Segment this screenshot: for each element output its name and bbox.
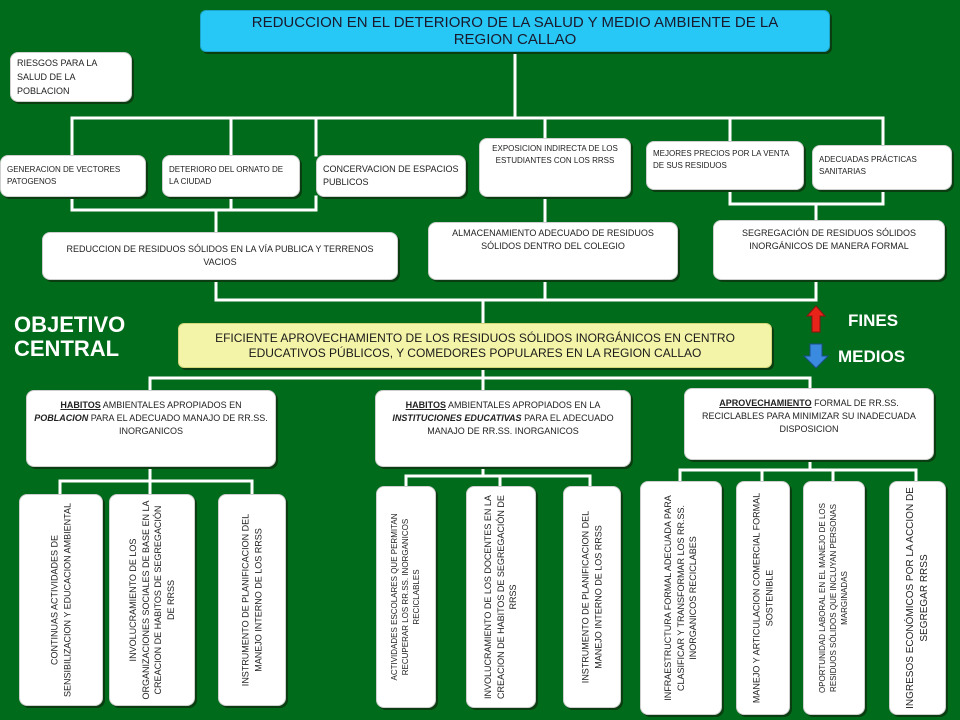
effect-box-3: CONCERVACION DE ESPACIOS PUBLICOS [316,155,466,197]
effect-box-2: DETERIORO DEL ORNATO DE LA CIUDAD [162,155,300,197]
direct-effect-text-2: ALMACENAMIENTO ADECUADO DE RESIDUOS SÓLI… [452,228,654,252]
action-text-7: INFRAESTRUCTURA FORMAL ADECUADA PARA CLA… [663,495,699,701]
action-text-1: CONTINUAS ACTIVIDADES DE SENSIBILIZACION… [49,502,72,698]
top-goal-box: REDUCCION EN EL DETERIORO DE LA SALUD Y … [200,10,830,52]
action-text-3: INSTRUMENTO DE PLANIFICACION DEL MANEJO … [240,513,263,687]
riesgos-box: RIESGOS PARA LA SALUD DE LA POBLACION [10,52,132,102]
direct-effect-box-2: ALMACENAMIENTO ADECUADO DE RESIDUOS SÓLI… [428,222,678,280]
action-box-7: INFRAESTRUCTURA FORMAL ADECUADA PARA CLA… [640,481,722,715]
means-box-1: HABITOS AMBIENTALES APROPIADOS EN POBLAC… [26,390,276,467]
action-text-6: INSTRUMENTO DE PLANIFICACION DEL MANEJO … [580,510,603,684]
means-keyword-1b: POBLACION [34,413,89,424]
action-text-9: OPORTUNIDAD LABORAL EN EL MANEJO DE LOS … [818,503,850,693]
means-box-2: HABITOS AMBIENTALES APROPIADOS EN LA INS… [375,390,631,467]
means-box-3: APROVECHAMIENTO FORMAL DE RR.SS. RECICLA… [684,388,934,460]
means-keyword-2b: INSTITUCIONES EDUCATIVAS [392,413,522,424]
action-text-5: INVOLUCRAMIENTO DE LOS DOCENTES EN LA CR… [483,495,519,699]
means-keyword-1: HABITOS [60,400,101,410]
fines-arrow-icon [805,305,827,333]
top-goal-text: REDUCCION EN EL DETERIORO DE LA SALUD Y … [251,13,779,48]
means-keyword-2: HABITOS [405,400,446,410]
central-objective-text: EFICIENTE APROVECHAMIENTO DE LOS RESIDUO… [215,330,735,360]
effect-text-2: DETERIORO DEL ORNATO DE LA CIUDAD [169,165,284,186]
action-box-5: INVOLUCRAMIENTO DE LOS DOCENTES EN LA CR… [466,486,536,708]
action-box-4: ACTIVIDADES ESCOLARES QUE PERMITAN RECUP… [376,486,436,708]
medios-label: MEDIOS [838,347,906,366]
action-text-4: ACTIVIDADES ESCOLARES QUE PERMITAN RECUP… [390,513,422,681]
objetivo-central-label: OBJETIVO CENTRAL [14,312,126,362]
effect-text-6: ADECUADAS PRÁCTICAS SANITARIAS [819,155,917,176]
direct-effect-box-1: REDUCCION DE RESIDUOS SÓLIDOS EN LA VÍA … [42,232,398,280]
action-box-9: OPORTUNIDAD LABORAL EN EL MANEJO DE LOS … [803,481,865,715]
effect-box-4: EXPOSICION INDIRECTA DE LOS ESTUDIANTES … [479,138,631,197]
effect-text-4: EXPOSICION INDIRECTA DE LOS ESTUDIANTES … [492,144,618,165]
action-text-2: INVOLUCRAMIENTO DE LOS ORGANIZACIONES SO… [127,500,176,700]
means-keyword-3: APROVECHAMIENTO [719,398,812,408]
effect-text-5: MEJORES PRECIOS POR LA VENTA DE SUS RESI… [653,149,789,170]
action-box-2: INVOLUCRAMIENTO DE LOS ORGANIZACIONES SO… [109,494,195,706]
action-box-3: INSTRUMENTO DE PLANIFICACION DEL MANEJO … [218,494,286,706]
action-text-10: INGRESOS ECONÓMICOS POR LA ACCION DE SEG… [904,487,930,709]
action-box-1: CONTINUAS ACTIVIDADES DE SENSIBILIZACION… [19,494,103,706]
effect-text-3: CONCERVACION DE ESPACIOS PUBLICOS [323,163,459,187]
direct-effect-text-1: REDUCCION DE RESIDUOS SÓLIDOS EN LA VÍA … [66,243,374,267]
action-box-8: MANEJO Y ARTICULACION COMERCIAL FORMAL S… [736,481,790,715]
medios-arrow-icon [802,343,830,369]
direct-effect-text-3: SEGREGACIÓN DE RESIDUOS SÓLIDOS INORGÁNI… [741,228,917,252]
effect-box-6: ADECUADAS PRÁCTICAS SANITARIAS [812,145,952,190]
effect-box-5: MEJORES PRECIOS POR LA VENTA DE SUS RESI… [646,141,804,190]
action-text-8: MANEJO Y ARTICULACION COMERCIAL FORMAL S… [751,492,774,704]
effect-box-1: GENERACION DE VECTORES PATOGENOS [0,155,146,197]
effect-text-1: GENERACION DE VECTORES PATOGENOS [7,165,121,186]
riesgos-text: RIESGOS PARA LA SALUD DE LA POBLACION [17,58,97,96]
fines-label: FINES [848,311,899,330]
central-objective-box: EFICIENTE APROVECHAMIENTO DE LOS RESIDUO… [178,323,772,368]
action-box-6: INSTRUMENTO DE PLANIFICACION DEL MANEJO … [563,486,621,708]
direct-effect-box-3: SEGREGACIÓN DE RESIDUOS SÓLIDOS INORGÁNI… [713,220,945,280]
action-box-10: INGRESOS ECONÓMICOS POR LA ACCION DE SEG… [889,481,946,715]
